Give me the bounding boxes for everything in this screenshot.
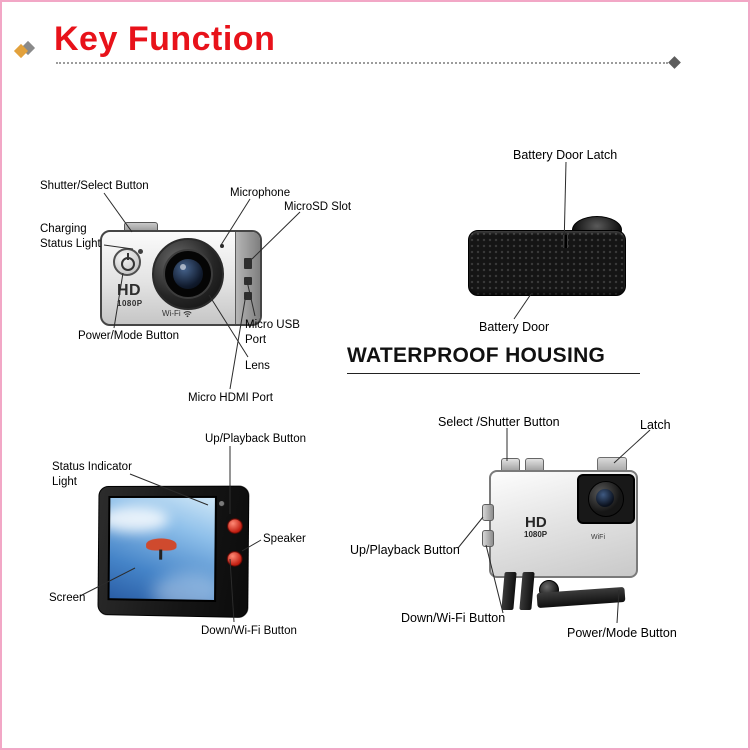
battery-door-illustration — [468, 214, 628, 298]
label-screen: Screen — [49, 592, 86, 604]
battery-door-latch-part — [563, 235, 568, 248]
front-resolution-text: 1080P — [117, 299, 143, 308]
front-hd-text: HD — [117, 282, 142, 299]
microsd-slot-part — [244, 258, 252, 269]
label-housing-down-wifi-button: Down/Wi-Fi Button — [401, 611, 506, 625]
label-battery-door: Battery Door — [479, 320, 550, 334]
housing-wifi-text: WiFi — [591, 534, 605, 541]
housing-resolution-text: 1080P — [524, 530, 548, 539]
waterproof-heading-underline — [347, 373, 640, 374]
title-dotted-line — [56, 62, 668, 64]
mount-prong-part — [519, 572, 535, 610]
down-wifi-button-part — [226, 551, 243, 567]
label-up-playback-button: Up/Playback Button — [205, 433, 307, 445]
housing-up-playback-button-part — [482, 504, 494, 521]
label-housing-power-mode-button: Power/Mode Button — [567, 626, 677, 640]
label-down-wifi-button: Down/Wi-Fi Button — [201, 625, 297, 637]
up-playback-button-part — [227, 518, 243, 534]
front-wifi-badge: Wi-Fi — [162, 309, 192, 318]
front-camera-lens — [152, 238, 224, 310]
lens-glass — [173, 259, 203, 289]
label-microsd-slot: MicroSD Slot — [284, 201, 352, 213]
label-shutter-select-button: Shutter/Select Button — [40, 180, 149, 192]
housing-body: HD 1080P WiFi — [482, 470, 638, 578]
microphone-hole-part — [220, 244, 224, 248]
waterproof-housing-illustration: HD 1080P WiFi — [482, 452, 650, 624]
label-micro-usb-port: Micro USB Port — [245, 319, 300, 346]
status-indicator-led-part — [219, 501, 225, 507]
micro-hdmi-port-part — [244, 292, 252, 300]
housing-down-wifi-button-part — [482, 530, 494, 547]
page-title: Key Function — [54, 20, 276, 58]
wifi-icon — [183, 310, 192, 317]
micro-usb-port-part — [244, 277, 252, 285]
label-status-indicator-light: Status Indicator Light — [52, 461, 132, 488]
label-latch: Latch — [640, 418, 671, 432]
housing-hd-text: HD — [525, 514, 547, 531]
housing-lens-window — [577, 474, 635, 524]
mount-prong-part — [501, 572, 517, 610]
front-camera-illustration: HD 1080P Wi-Fi — [100, 218, 262, 326]
label-battery-door-latch: Battery Door Latch — [513, 148, 618, 162]
label-lens: Lens — [245, 360, 270, 372]
title-bullet-diamond-icon — [13, 40, 36, 60]
paraglider-graphic — [146, 538, 177, 551]
front-wifi-text: Wi-Fi — [162, 309, 181, 318]
front-power-button-part — [113, 248, 141, 276]
label-speaker: Speaker — [263, 533, 306, 545]
label-select-shutter-button: Select /Shutter Button — [438, 415, 560, 429]
front-camera-body: HD 1080P Wi-Fi — [100, 230, 262, 326]
screen-part — [107, 495, 218, 603]
power-icon — [121, 257, 135, 271]
label-micro-hdmi-port: Micro HDMI Port — [188, 392, 273, 404]
label-power-mode-button: Power/Mode Button — [78, 330, 180, 342]
charging-status-led-part — [138, 249, 143, 254]
housing-lens-ring — [588, 481, 624, 517]
front-side-ports-panel — [235, 232, 260, 324]
back-camera-illustration — [97, 485, 250, 619]
housing-lens-glass — [596, 489, 614, 507]
label-microphone: Microphone — [230, 187, 291, 199]
waterproof-housing-heading: WATERPROOF HOUSING — [347, 344, 606, 367]
battery-door-body — [468, 230, 626, 296]
lens-ring — [163, 249, 213, 299]
dotted-line-end-arrow-icon — [668, 56, 681, 69]
back-camera-body — [97, 485, 250, 619]
label-charging-status-light: Charging Status Light — [40, 223, 101, 250]
label-housing-up-playback-button: Up/Playback Button — [350, 543, 460, 557]
